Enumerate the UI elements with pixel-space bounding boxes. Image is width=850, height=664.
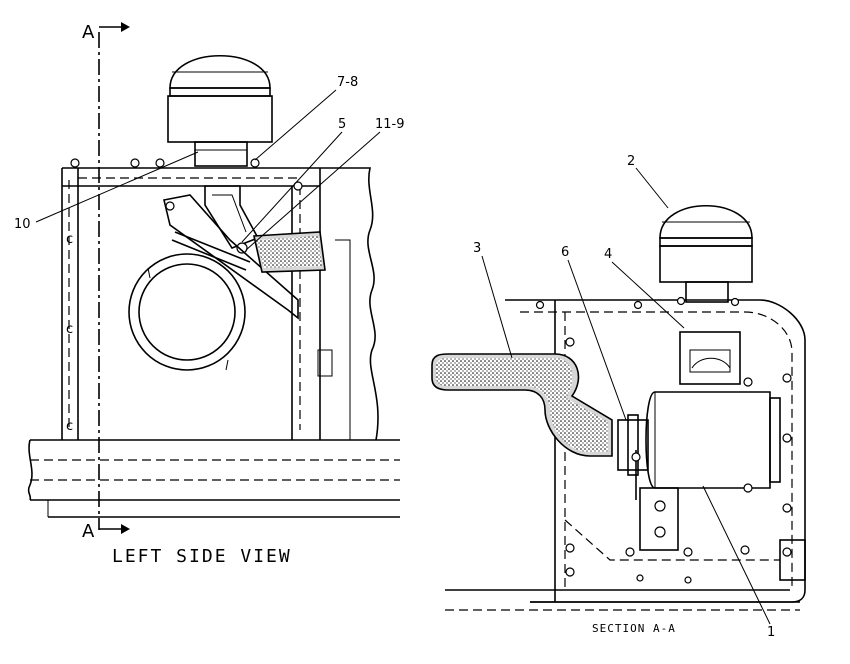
air-cleaner-end-cap	[769, 397, 781, 483]
precleaner-body	[167, 95, 273, 143]
intake-clamp-band-2	[171, 239, 247, 271]
leader-1	[702, 485, 771, 625]
leader-4	[611, 261, 685, 329]
section-precleaner-stem	[685, 281, 729, 303]
end-latch-2	[225, 359, 229, 371]
air-cleaner-housing	[645, 391, 771, 489]
plate-bolt-4	[250, 158, 260, 168]
intake-hose-side-dots	[256, 236, 322, 268]
frame-bolt-6	[782, 373, 792, 383]
frame-bolt-2	[565, 337, 575, 347]
frame-bolt-11	[565, 567, 575, 577]
leader-10	[35, 151, 199, 223]
mount-plate-hole-2	[654, 526, 666, 538]
frame-bolt-13	[683, 547, 693, 557]
left-side-view: A A c c c	[14, 22, 405, 567]
frame-bolt-16	[684, 576, 692, 584]
frame-bolt-10	[565, 543, 575, 553]
inlet-adapter-window	[689, 349, 731, 373]
callout-1: 1	[767, 625, 775, 640]
leader-7-8	[254, 89, 337, 161]
intake-hose-texture	[436, 358, 608, 452]
callout-10: 10	[14, 217, 31, 232]
callout-3: 3	[473, 241, 481, 256]
frame-rail-break-left	[27, 439, 33, 501]
housing-bolt-1	[743, 377, 753, 387]
intake-elbow-inner	[212, 194, 247, 233]
callout-4: 4	[604, 247, 612, 262]
leader-5	[241, 131, 343, 243]
air-cleaner-end-inner	[138, 263, 236, 361]
section-marker-bottom: A	[82, 521, 95, 542]
section-precleaner-body	[659, 245, 753, 283]
callout-11-9: 11-9	[375, 117, 405, 132]
section-frame-hidden	[520, 311, 793, 588]
section-view-title: SECTION A-A	[592, 622, 676, 635]
section-precleaner-band	[659, 237, 753, 247]
leader-11-9	[245, 131, 381, 251]
section-arrow-top-head	[121, 22, 130, 32]
section-arrow-bottom-head	[121, 524, 130, 534]
frame-bolt-9	[782, 547, 792, 557]
section-a-a-view: 2 3 6 4 1 SECTION A-A	[431, 154, 806, 640]
end-latch-1	[147, 267, 151, 279]
plate-bolt-5	[293, 181, 303, 191]
engine-boss	[317, 349, 333, 377]
housing-mount-plate	[639, 487, 679, 551]
bracket-mark-1: c	[66, 232, 73, 247]
callout-7-8: 7-8	[337, 75, 358, 90]
callout-5: 5	[338, 117, 346, 132]
callout-2: 2	[627, 154, 635, 169]
leader-3	[481, 255, 513, 359]
frame-bolt-7	[782, 433, 792, 443]
engine-break-outline	[320, 167, 379, 441]
air-cleaner-outlet	[617, 419, 649, 471]
engine-inner-outline	[335, 239, 351, 440]
mount-plate-hole-1	[654, 500, 666, 512]
precleaner-stem	[194, 141, 248, 167]
frame-bolt-15	[636, 574, 644, 582]
section-marker-top: A	[82, 22, 95, 43]
plate-bolt-1	[70, 158, 80, 168]
inlet-adapter	[679, 331, 741, 385]
frame-bolt-14	[740, 545, 750, 555]
bracket-mark-2: c	[66, 322, 73, 337]
bracket-mark-3: c	[66, 419, 73, 434]
support-bracket	[163, 194, 299, 320]
inlet-adapter-arc	[691, 357, 731, 369]
clamp-bolt	[236, 242, 248, 254]
leader-2	[635, 167, 669, 209]
frame-bolt-8	[782, 503, 792, 513]
precleaner-dome	[169, 54, 271, 89]
leader-6	[567, 259, 627, 421]
frame-bolt-4	[676, 296, 686, 306]
frame-bolt-12	[625, 547, 635, 557]
air-cleaner-end	[128, 253, 246, 371]
plate-bolt-2	[130, 158, 140, 168]
plate-bolt-3	[155, 158, 165, 168]
housing-bolt-2	[743, 483, 753, 493]
frame-bolt-1	[535, 300, 545, 310]
left-view-title: LEFT SIDE VIEW	[112, 546, 292, 567]
section-corner-bracket	[779, 539, 806, 581]
frame-bolt-5	[730, 297, 740, 307]
bracket-bolt	[165, 201, 175, 211]
section-diagonal-strut	[564, 519, 780, 561]
section-precleaner-dome	[659, 204, 753, 239]
mount-stud-nut	[631, 452, 641, 462]
air-cleaner-clamp	[627, 414, 639, 476]
callout-6: 6	[561, 245, 569, 260]
precleaner-band	[169, 87, 271, 97]
frame-bolt-3	[633, 300, 643, 310]
